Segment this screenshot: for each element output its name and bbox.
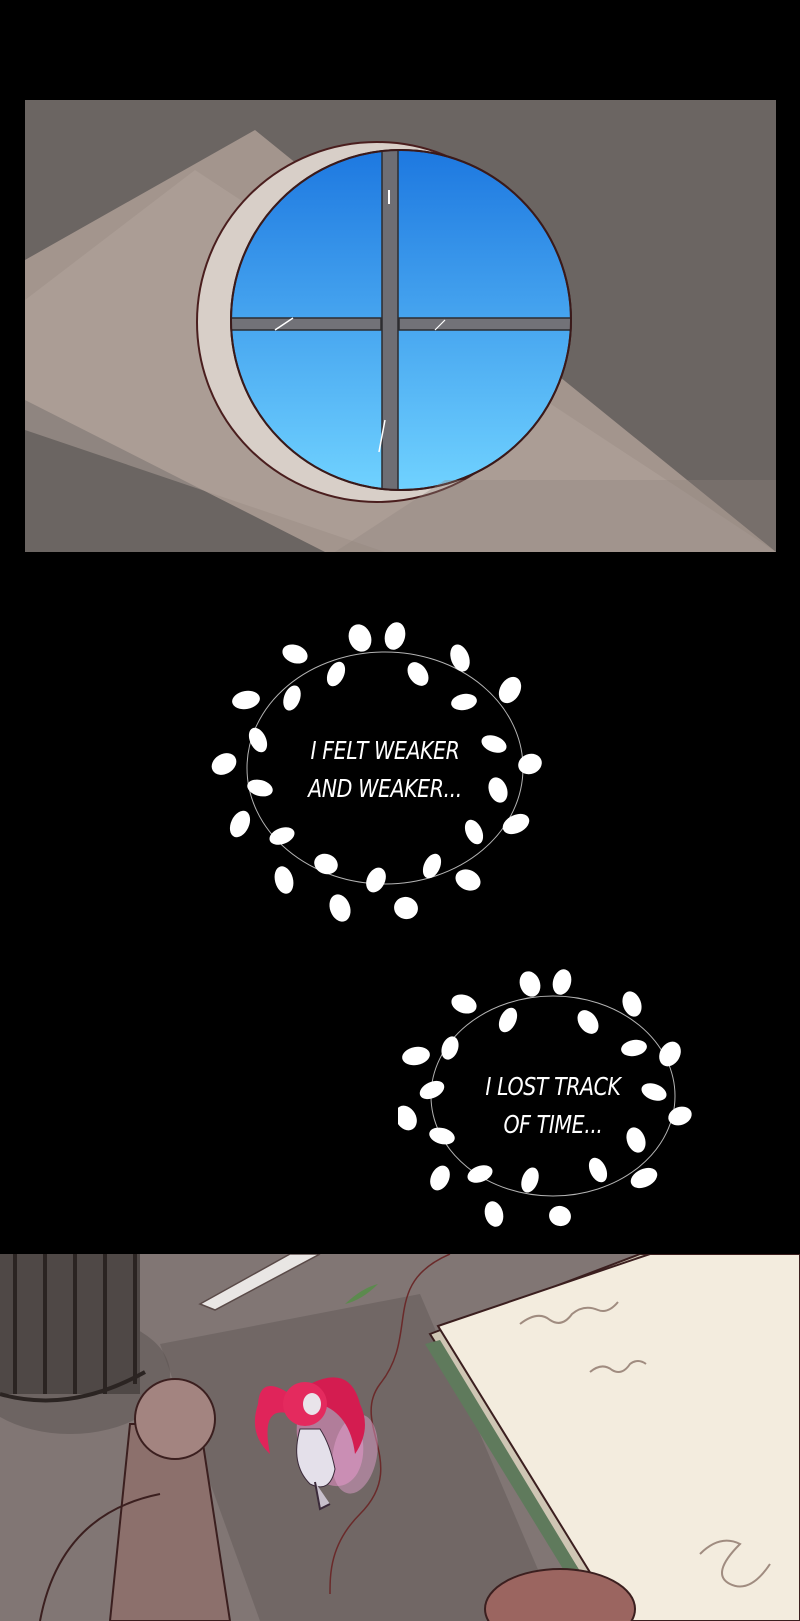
open-book [425,1254,800,1621]
wooden-post [39,1378,232,1621]
leaf-wreath-icon [398,969,692,1227]
caption-text-2: I LOST TRACK OF TIME... [426,1068,680,1144]
caption-wreath-2: I LOST TRACK OF TIME... [398,968,708,1238]
caption-wreath-1: I FELT WEAKER AND WEAKER... [210,618,560,928]
desk-illustration [0,1254,800,1621]
window-illustration [25,100,776,552]
fairy-character [254,1377,378,1511]
caption-1-line-2: AND WEAKER... [308,774,462,803]
window-panel [25,100,776,552]
caption-1-line-1: I FELT WEAKER [310,736,460,765]
leaf-wreath-icon [211,622,542,922]
desk-panel [0,1254,800,1621]
caption-2-line-1: I LOST TRACK [485,1072,621,1101]
birdcage [0,1254,170,1434]
caption-2-line-2: OF TIME... [503,1110,603,1139]
caption-text-1: I FELT WEAKER AND WEAKER... [242,732,529,808]
